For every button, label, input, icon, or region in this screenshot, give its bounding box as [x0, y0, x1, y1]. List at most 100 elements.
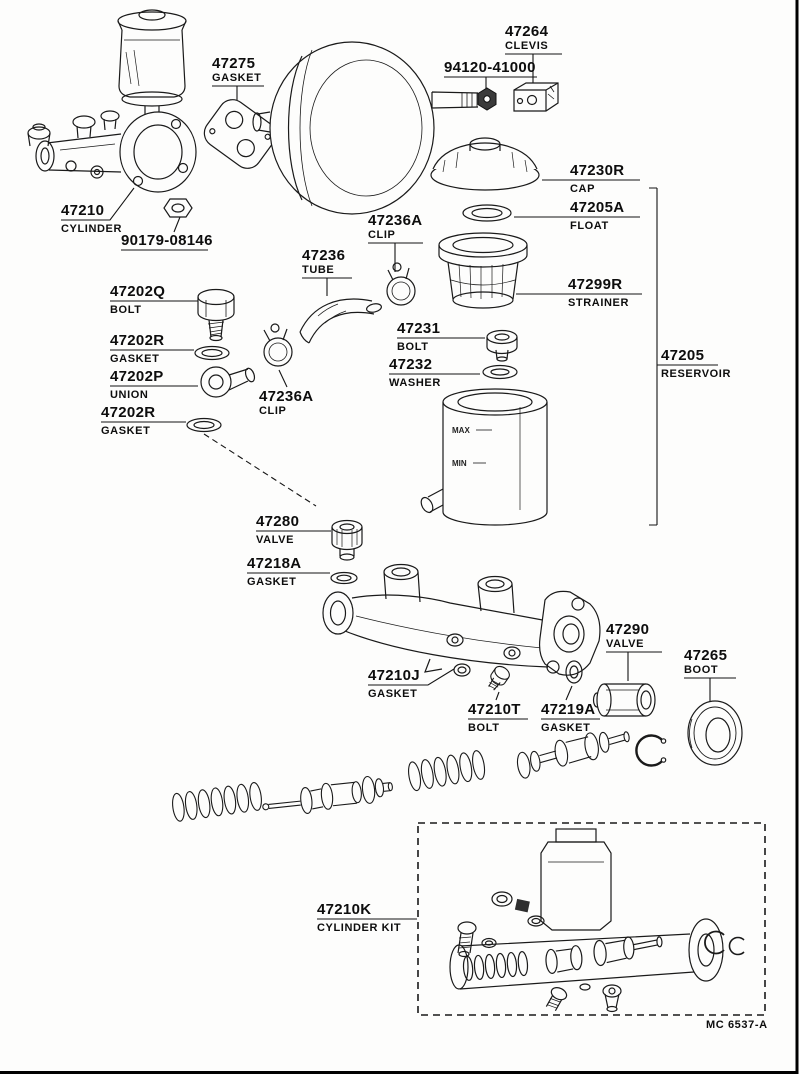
strainer-drawing	[438, 232, 528, 309]
part-label-47231: 47231 BOLT	[397, 321, 440, 353]
part-number: 47202R	[110, 332, 165, 349]
part-number: 47230R	[570, 162, 625, 179]
assembled-cylinder-drawing	[27, 9, 197, 193]
float-drawing	[462, 204, 512, 222]
part-label-47299R: 47299R STRAINER	[568, 277, 629, 309]
body-gasket-drawing	[453, 663, 471, 677]
part-number: 47265	[684, 647, 728, 664]
part-number: 47210K	[317, 901, 372, 918]
part-label-47236: 47236 TUBE	[302, 248, 345, 276]
leader-lines	[61, 53, 736, 920]
union-gasket-lower-drawing	[186, 417, 222, 433]
part-number: 47210J	[368, 667, 420, 684]
part-label-47202R-upper: 47202R GASKET	[110, 333, 164, 365]
outlet-valve-drawing	[592, 683, 656, 717]
union-drawing	[200, 366, 256, 398]
part-number: 47205A	[570, 199, 625, 216]
part-number: 47236A	[368, 212, 423, 229]
part-number: 47264	[505, 23, 549, 40]
reservoir-bolt-drawing	[486, 329, 518, 362]
primary-piston-spring-drawing	[172, 775, 393, 822]
part-name: VALVE	[606, 637, 645, 650]
secondary-piston-spring-drawing	[408, 731, 630, 792]
reservoir-min-mark: MIN	[452, 459, 467, 468]
part-number: 47236A	[259, 388, 314, 405]
part-name: RESERVOIR	[661, 368, 731, 380]
part-name: BOLT	[468, 722, 500, 734]
assembly-axis-dashes	[203, 433, 317, 507]
part-label-47210: 47210 CYLINDER	[61, 203, 122, 235]
part-number: 47218A	[247, 555, 302, 572]
pushrod-nut-drawing	[477, 87, 497, 111]
part-label-47280: 47280 VALVE	[256, 514, 299, 546]
brake-booster-drawing	[252, 41, 479, 215]
part-number: 47219A	[541, 701, 596, 718]
part-label-94120-41000: 94120-41000	[444, 60, 536, 81]
cylinder-kit-drawing	[417, 822, 766, 1016]
part-name: CYLINDER	[61, 223, 123, 235]
tube-clip-lower-drawing	[263, 323, 293, 367]
union-gasket-upper-drawing	[194, 345, 230, 361]
reservoir-drawing: MAX MIN	[420, 388, 548, 526]
part-label-47210J: 47210J GASKET	[368, 668, 420, 700]
reservoir-cap-drawing	[430, 137, 540, 191]
part-label-47219A: 47219A GASKET	[541, 702, 595, 734]
tube-clip-upper-drawing	[386, 262, 416, 306]
part-number: 94120-41000	[444, 59, 536, 76]
part-label-47205A: 47205A FLOAT	[570, 200, 624, 232]
check-valve-drawing	[331, 519, 363, 561]
part-name: FLOAT	[570, 220, 609, 232]
reservoir-max-mark: MAX	[452, 426, 470, 435]
mounting-nut-drawing	[163, 198, 193, 218]
part-label-47210K: 47210K CYLINDER KIT	[317, 902, 401, 934]
drawing-number: MC 6537-A	[706, 1019, 768, 1031]
part-name: GASKET	[110, 353, 160, 365]
part-label-47236A-lower: 47236A CLIP	[259, 389, 313, 417]
part-name: CLIP	[368, 228, 396, 241]
part-label-47218A: 47218A GASKET	[247, 556, 301, 588]
part-number: 47299R	[568, 276, 623, 293]
part-label-47202Q: 47202Q BOLT	[110, 284, 165, 316]
part-label-47202R-lower: 47202R GASKET	[101, 405, 155, 437]
part-name: GASKET	[368, 688, 418, 700]
part-number: 47275	[212, 55, 256, 72]
part-name: GASKET	[541, 722, 591, 734]
part-label-47275: 47275 GASKET	[212, 56, 261, 84]
part-number: 47202R	[101, 404, 156, 421]
part-label-47264: 47264 CLEVIS	[505, 24, 548, 52]
clevis-drawing	[513, 82, 559, 112]
part-label-47265: 47265 BOOT	[684, 648, 727, 676]
part-number: 90179-08146	[121, 232, 213, 249]
part-name: GASKET	[101, 425, 151, 437]
cylinder-kit-box	[417, 822, 766, 1016]
part-label-47290: 47290 VALVE	[606, 622, 649, 650]
part-name: GASKET	[212, 71, 262, 84]
part-number: 47231	[397, 320, 441, 337]
part-name: CYLINDER KIT	[317, 922, 402, 934]
booster-gasket-drawing	[203, 99, 277, 169]
part-label-90179-08146: 90179-08146	[121, 233, 213, 254]
master-cylinder-body-drawing	[322, 563, 601, 676]
part-number: 47205	[661, 347, 705, 364]
part-number: 47210	[61, 202, 105, 219]
part-name: GASKET	[247, 576, 297, 588]
part-name: UNION	[110, 389, 149, 401]
reservoir-washer-drawing	[482, 364, 518, 380]
part-label-47236A-upper: 47236A CLIP	[368, 213, 422, 241]
part-name: STRAINER	[568, 297, 630, 309]
part-name: BOOT	[684, 663, 719, 676]
part-name: BOLT	[397, 341, 429, 353]
tube-drawing	[299, 298, 382, 344]
part-number: 47236	[302, 247, 346, 264]
union-bolt-drawing	[197, 288, 235, 342]
stopper-bolt-drawing	[488, 665, 510, 691]
end-gasket-drawing	[565, 660, 583, 684]
part-name: WASHER	[389, 377, 441, 389]
snap-ring-drawing	[635, 734, 667, 767]
part-label-47202P: 47202P UNION	[110, 369, 164, 401]
part-name: TUBE	[302, 263, 335, 276]
part-number: 47210T	[468, 701, 521, 718]
part-label-47205: 47205 RESERVOIR	[661, 348, 731, 380]
